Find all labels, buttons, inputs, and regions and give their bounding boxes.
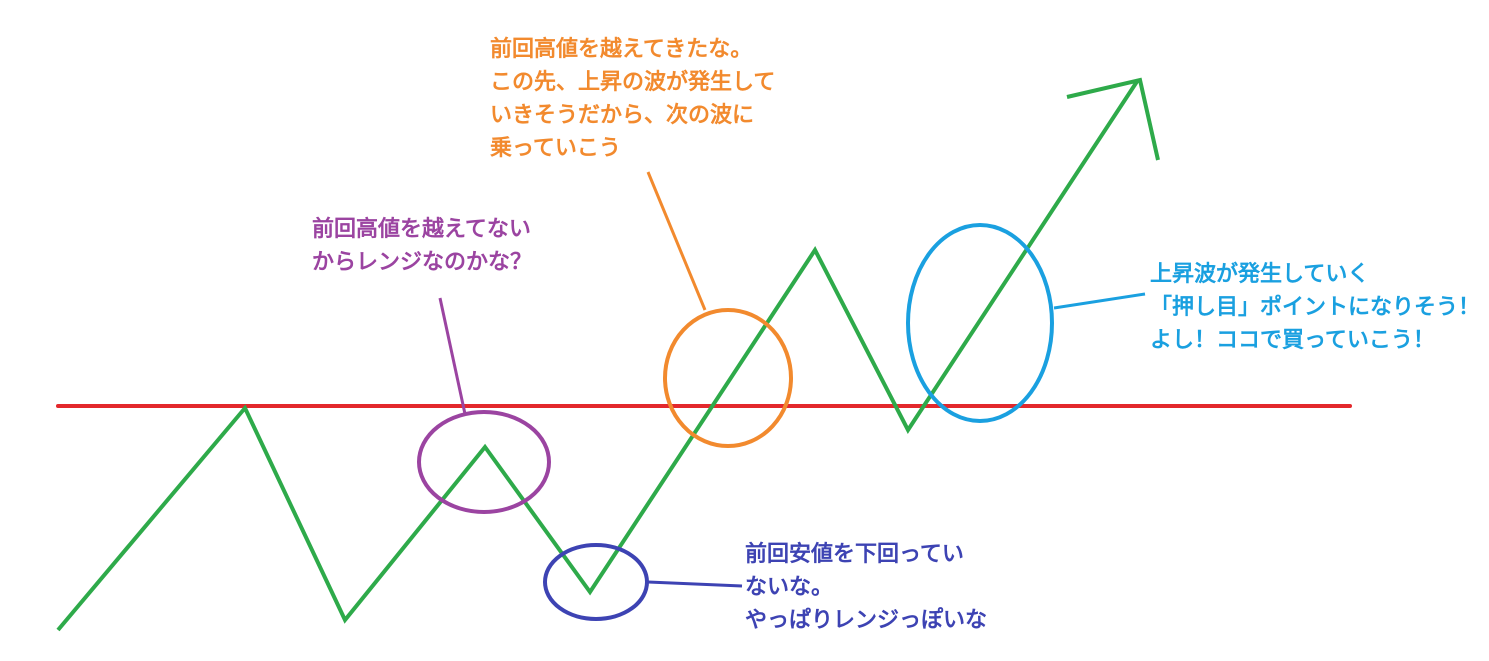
cyan-circle-marker	[906, 223, 1054, 423]
purple-circle-marker	[417, 410, 551, 514]
purple-pointer-line	[438, 297, 467, 415]
annotation-line: この先、上昇の波が発生して	[490, 70, 776, 95]
annotation-line: 上昇波が発生していく	[1150, 262, 1370, 287]
arrow-head-icon	[1066, 77, 1160, 161]
annotation-line: 前回高値を越えてきたな。	[490, 37, 753, 62]
annotation-no-break-low: 前回安値を下回ってい ないな。 やっぱりレンジっぽいな	[745, 538, 987, 637]
annotation-line: やっぱりレンジっぽいな	[745, 608, 988, 633]
annotation-line: からレンジなのかな？	[312, 250, 533, 275]
annotation-break-high: 前回高値を越えてきたな。 この先、上昇の波が発生して いきそうだから、次の波に …	[490, 33, 775, 165]
annotation-pullback-buy: 上昇波が発生していく 「押し目」ポイントになりそう！ よし！ココで買っていこう！	[1150, 258, 1480, 357]
annotation-line: 「押し目」ポイントになりそう！	[1150, 295, 1481, 320]
annotation-no-break-high: 前回高値を越えてない からレンジなのかな？	[312, 213, 532, 279]
annotation-line: ないな。	[745, 575, 834, 600]
annotation-line: 前回高値を越えてない	[312, 217, 531, 242]
blue-pointer-line	[647, 580, 743, 588]
annotation-line: 乗っていこう	[490, 136, 621, 161]
annotation-line: よし！ココで買っていこう！	[1150, 328, 1435, 353]
price-zigzag-line	[56, 78, 1140, 632]
cyan-pointer-line	[1053, 292, 1146, 310]
annotation-line: 前回安値を下回ってい	[745, 542, 964, 567]
orange-circle-marker	[663, 308, 793, 448]
blue-circle-marker	[543, 543, 649, 621]
annotation-line: いきそうだから、次の波に	[490, 103, 755, 128]
orange-pointer-line	[646, 171, 707, 311]
